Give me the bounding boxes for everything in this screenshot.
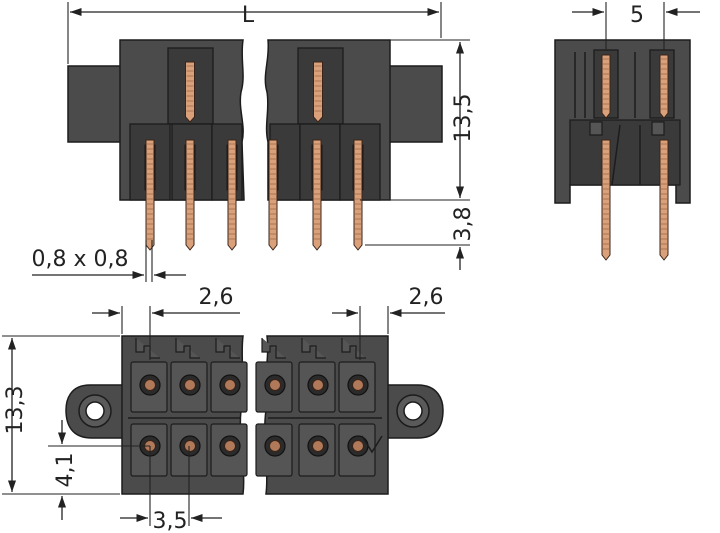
bottom-view	[65, 335, 444, 495]
lower-pin	[227, 139, 237, 251]
side-lower-pin	[659, 139, 669, 261]
dim-bottom-height-label: 13,3	[3, 386, 28, 435]
side-view	[554, 39, 691, 261]
right-flange	[387, 65, 443, 143]
lower-pin	[145, 139, 155, 251]
dim-offset-left-label: 2,6	[199, 285, 234, 310]
front-pins	[144, 61, 364, 251]
dim-row-offset-label: 4,1	[53, 453, 78, 488]
lower-compartments	[129, 123, 381, 201]
front-view	[67, 39, 443, 251]
lower-pin	[353, 139, 363, 251]
dim-body-height-label: 13,5	[451, 94, 476, 143]
dimension-lines: L 5 13,5 3,8 0,8 x 0,8 2,6 2,6	[2, 2, 700, 533]
upper-pin	[313, 61, 323, 123]
lower-pin	[312, 139, 322, 251]
side-lower-chamber	[569, 119, 681, 186]
dim-pin-section-label: 0,8 x 0,8	[32, 247, 129, 272]
side-pins	[589, 54, 669, 261]
lower-pin	[185, 139, 195, 251]
upper-pin	[185, 61, 195, 123]
side-upper-pin	[659, 54, 669, 119]
left-flange	[67, 65, 123, 143]
side-upper-pin	[601, 54, 611, 119]
dim-pitch-label: 3,5	[153, 509, 188, 533]
dim-length-label: L	[242, 3, 255, 28]
lower-pin	[268, 139, 278, 251]
dim-pin-length-label: 3,8	[451, 207, 476, 242]
dim-side-pitch-label: 5	[630, 3, 644, 28]
dim-offset-right-label: 2,6	[409, 285, 444, 310]
bottom-cells	[130, 338, 383, 477]
side-lower-pin	[601, 139, 611, 261]
